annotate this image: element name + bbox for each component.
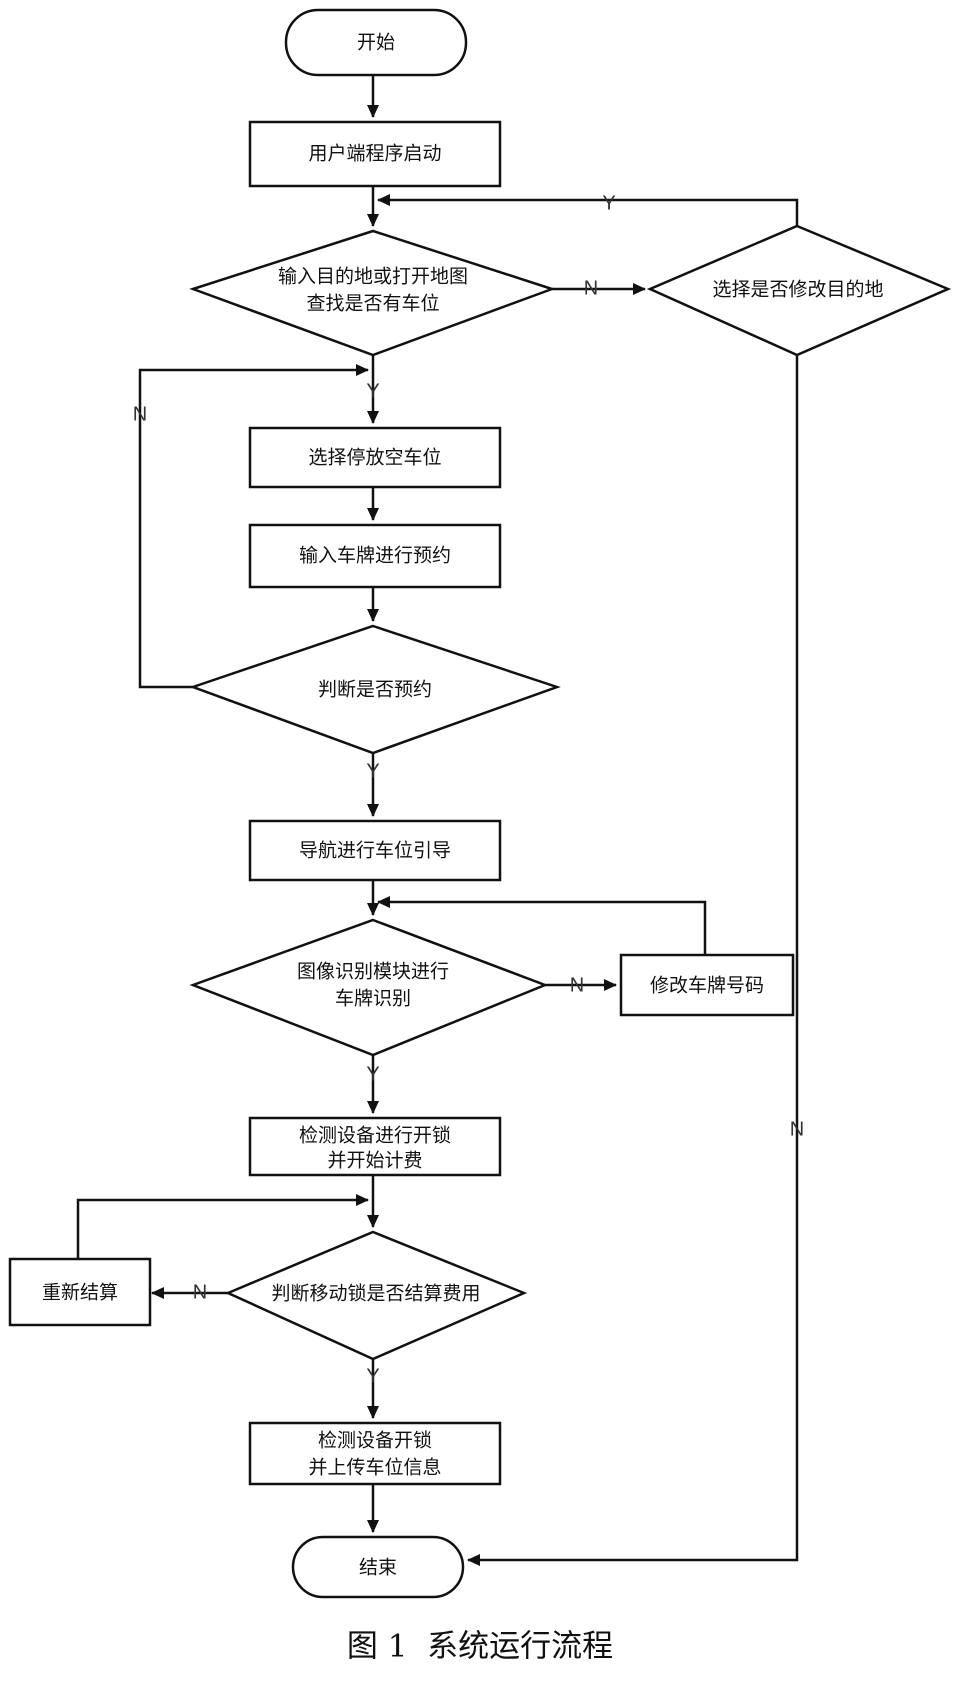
edge-edit-loop [377, 896, 707, 955]
edit-plate-label: 修改车牌号码 [650, 975, 764, 997]
upload-box [248, 1421, 502, 1486]
unlock-label-line2: 并开始计费 [327, 1150, 422, 1172]
check-pay-decision [224, 1230, 528, 1361]
edge-reserve-no-loop [138, 364, 369, 689]
connectors [76, 75, 799, 1566]
search-yes-label: Y [366, 380, 379, 402]
recog-yes-label: Y [366, 1063, 379, 1085]
edge-resettle-loop [76, 1194, 369, 1259]
plate-reserve-label: 输入车牌进行预约 [299, 545, 451, 567]
unlock-box [248, 1116, 502, 1177]
pay-yes-label: Y [366, 1365, 379, 1387]
select-spot-box [248, 426, 502, 489]
modify-dest-label: 选择是否修改目的地 [712, 279, 883, 301]
end-terminal [291, 1535, 465, 1599]
launch-box [248, 120, 502, 188]
edge-modify-yes-loop [377, 194, 799, 226]
edge-modify-no [467, 355, 799, 1566]
start-terminal [284, 8, 468, 77]
recognition-label-line1: 图像识别模块进行 [297, 961, 449, 983]
select-spot-label: 选择停放空车位 [308, 447, 441, 469]
figure-caption: 图 1 系统运行流程 [347, 1629, 613, 1665]
recognition-label-line2: 车牌识别 [335, 988, 411, 1010]
pay-no-label: N [193, 1281, 207, 1303]
modify-dest-decision [646, 224, 952, 357]
reserve-no-label: N [133, 403, 147, 425]
resettle-box [8, 1257, 152, 1327]
upload-label-line2: 并上传车位信息 [308, 1457, 441, 1479]
node-labels: 开始 用户端程序启动 输入目的地或打开地图 查找是否有车位 选择是否修改目的地 … [42, 32, 884, 1579]
search-label-line2: 查找是否有车位 [306, 293, 439, 315]
check-pay-label: 判断移动锁是否结算费用 [271, 1283, 480, 1305]
launch-label: 用户端程序启动 [308, 143, 441, 165]
recog-no-label: N [570, 974, 584, 996]
search-no-label: N [584, 277, 598, 299]
navigate-box [248, 819, 502, 882]
plate-reserve-box [248, 523, 502, 589]
search-label-line1: 输入目的地或打开地图 [278, 266, 468, 288]
resettle-label: 重新结算 [42, 1282, 118, 1304]
search-decision [189, 229, 556, 357]
end-label: 结束 [359, 1557, 397, 1579]
modify-no-label: N [790, 1118, 804, 1140]
upload-label-line1: 检测设备开锁 [318, 1430, 432, 1452]
edit-plate-box [619, 953, 795, 1017]
start-label: 开始 [357, 32, 395, 54]
node-shapes [8, 8, 952, 1599]
check-reserve-label: 判断是否预约 [318, 679, 432, 701]
check-reserve-decision [189, 624, 561, 755]
reserve-yes-label: Y [366, 760, 379, 782]
edge-labels: Y N Y N Y N Y N N Y [133, 192, 804, 1387]
modify-yes-label: Y [602, 192, 615, 214]
unlock-label-line1: 检测设备进行开锁 [299, 1125, 451, 1147]
navigate-label: 导航进行车位引导 [299, 840, 451, 862]
recognition-decision [189, 918, 549, 1057]
